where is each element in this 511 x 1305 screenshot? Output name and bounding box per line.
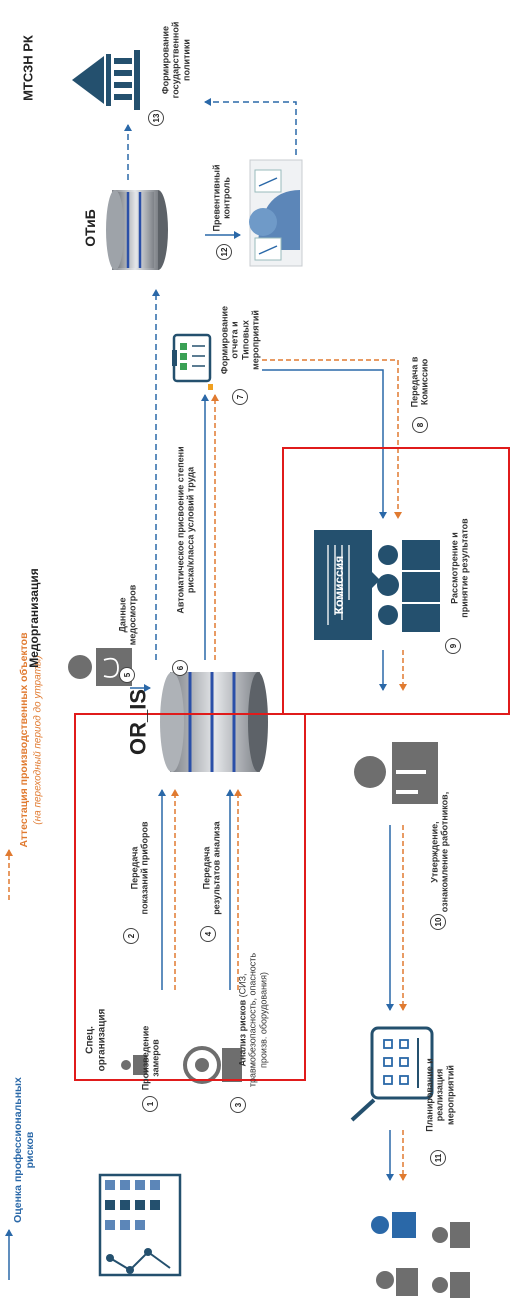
risk-analysis-icon: [183, 1046, 242, 1084]
arrow-step-13: [124, 98, 297, 180]
step-5-badge: 5: [119, 667, 135, 683]
commission-group-icon: [314, 530, 440, 640]
step-1-badge: 1: [142, 1096, 158, 1112]
step-2-badge: 2: [123, 928, 139, 944]
otib-title: ОТиБ: [81, 209, 98, 247]
step-3-label: Анализ рисков (СИЗ,травмобезопасность, о…: [237, 952, 269, 1088]
arrow-step-8: [262, 359, 402, 519]
government-building-icon: [72, 50, 140, 110]
step-10-badge: 10: [430, 914, 446, 930]
manager-person-icon: [354, 742, 438, 804]
arrow-step-6: [201, 394, 219, 660]
step-10-label: Утверждение,ознакомление работников,: [429, 791, 450, 913]
step-6-badge: 6: [172, 660, 188, 676]
step-3-badge: 3: [230, 1097, 246, 1113]
arrow-step-11: [386, 1130, 407, 1181]
arrow-step-9: [379, 650, 407, 691]
or-is-database-icon: [160, 672, 268, 772]
step-12-badge: 12: [216, 244, 232, 260]
industrial-plant-icon: [98, 1173, 182, 1277]
arrow-step-4: [226, 789, 242, 990]
workers-group-icon: [371, 1212, 470, 1298]
planning-checklist-icon: [350, 1026, 434, 1122]
commission-label: Комиссия: [332, 555, 347, 615]
commission-highlight: [282, 447, 510, 715]
otib-database-icon: [106, 190, 168, 270]
arrow-step-10: [386, 825, 407, 1011]
specialist-icon: [121, 1055, 147, 1075]
preventive-control-person-icon: [249, 159, 303, 267]
spec-org-label: Спец.организация: [84, 1008, 108, 1072]
legend-orange-note: (на переходный период до утраты): [32, 655, 44, 825]
mtszn-title: МТСЗН РК: [20, 35, 36, 101]
step-8-badge: 8: [412, 417, 428, 433]
or-is-title: OR_IS: [125, 688, 151, 756]
spec-organization-highlight: [74, 713, 306, 1081]
step-13-badge: 13: [148, 110, 164, 126]
step-7-badge: 7: [232, 389, 248, 405]
medorg-title: Медорганизация: [27, 568, 42, 668]
step-11-badge: 11: [430, 1150, 446, 1166]
arrow-step-2: [158, 789, 179, 990]
step-9-badge: 9: [445, 638, 461, 654]
report-clipboard-icon: [172, 333, 213, 390]
step-4-badge: 4: [200, 926, 216, 942]
